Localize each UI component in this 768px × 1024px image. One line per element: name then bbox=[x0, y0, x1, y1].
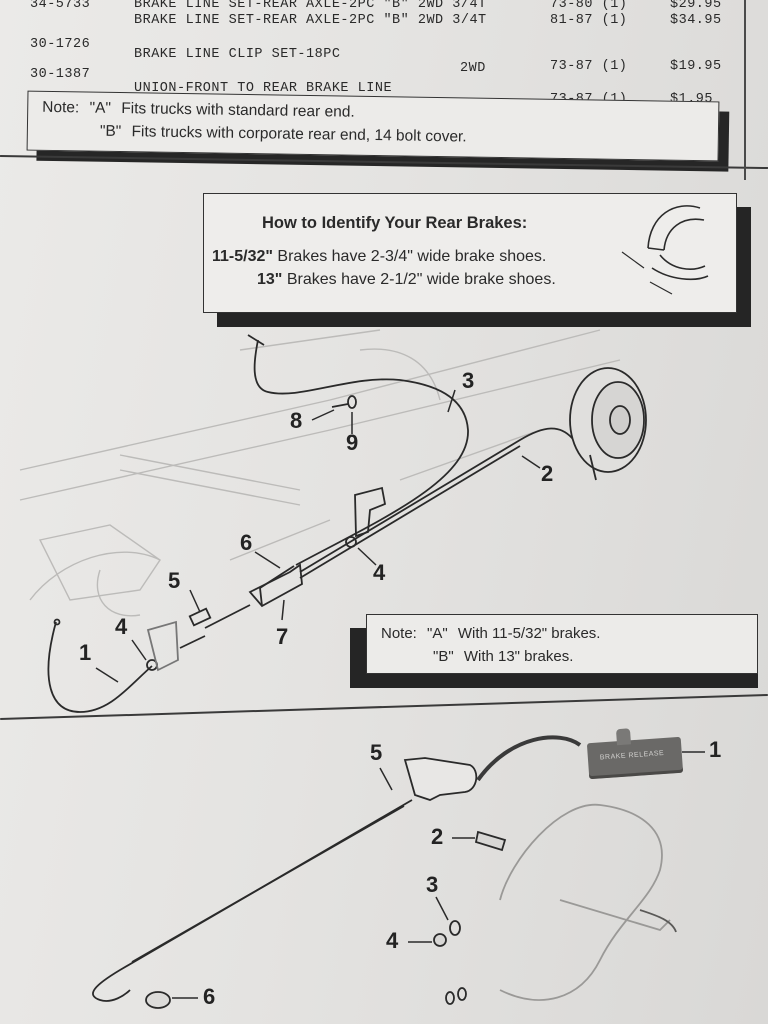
drive-type: 2WD bbox=[460, 61, 486, 76]
direction-arrow bbox=[476, 735, 582, 782]
rod-end-cap bbox=[145, 991, 171, 1009]
washer bbox=[449, 920, 461, 936]
callout-number: 3 bbox=[462, 368, 475, 393]
release-rod bbox=[92, 799, 413, 1002]
union-5 bbox=[188, 607, 212, 627]
year-range: 73-80 (1) bbox=[550, 0, 628, 12]
brake-line-2 bbox=[299, 427, 593, 573]
mount-bracket bbox=[354, 486, 387, 538]
brake-drum bbox=[569, 367, 647, 481]
bolt-8 bbox=[331, 403, 349, 408]
parking-brake-assembly bbox=[92, 735, 677, 1009]
part-description: UNION-FRONT TO REAR BRAKE LINE bbox=[134, 81, 393, 96]
part-description: BRAKE LINE SET-REAR AXLE-2PC "B" 2WD 3/4… bbox=[134, 0, 487, 12]
price: $34.95 bbox=[670, 13, 722, 28]
callout-number: 5 bbox=[370, 740, 383, 765]
identify-line-1: 11-5/32" Brakes have 2-3/4" wide brake s… bbox=[212, 248, 546, 266]
catalog-row: 30-1726 BRAKE LINE CLIP SET-18PC 2WD 73-… bbox=[0, 37, 768, 76]
part-number: 30-1726 bbox=[30, 37, 91, 52]
part-description: BRAKE LINE SET-REAR AXLE-2PC "B" 2WD 3/4… bbox=[134, 13, 487, 28]
brake-release-pad: BRAKE RELEASE bbox=[586, 728, 684, 780]
note-text-a: With 11-5/32" brakes. bbox=[457, 625, 601, 642]
callout-number: 1 bbox=[709, 737, 722, 762]
note-key-b: "B" bbox=[433, 648, 454, 665]
callout-number: 6 bbox=[240, 530, 253, 555]
pad-label: BRAKE RELEASE bbox=[599, 749, 665, 762]
brake-size: 11-5/32" bbox=[212, 248, 273, 265]
catalog-row: 34-5733 BRAKE LINE SET-REAR AXLE-2PC "B"… bbox=[0, 0, 768, 19]
callout-number: 4 bbox=[373, 560, 386, 585]
shoe-width-text: Brakes have 2-1/2" wide brake shoes. bbox=[282, 271, 556, 288]
identify-line-2: 13" Brakes have 2-1/2" wide brake shoes. bbox=[257, 271, 556, 289]
fitting-nut bbox=[345, 536, 357, 548]
frame-outline bbox=[19, 329, 621, 617]
release-handle bbox=[403, 757, 478, 801]
note-label: Note: bbox=[381, 625, 417, 642]
callout-number: 2 bbox=[431, 824, 444, 849]
brake-size-note: Note: "A" With 11-5/32" brakes. "B" With… bbox=[366, 614, 758, 674]
callout-number: 6 bbox=[203, 984, 216, 1009]
callout-leaders bbox=[172, 751, 705, 999]
callout-number: 2 bbox=[541, 461, 554, 486]
brake-line-1 bbox=[47, 621, 153, 713]
brake-line-3 bbox=[253, 339, 469, 566]
part-description: BRAKE LINE CLIP SET-18PC bbox=[134, 47, 341, 62]
identify-title: How to Identify Your Rear Brakes: bbox=[262, 214, 528, 232]
pad-tab bbox=[615, 728, 632, 746]
clip-9 bbox=[347, 395, 357, 409]
callout-number: 3 bbox=[426, 872, 439, 897]
catalog-row: BRAKE LINE SET-REAR AXLE-2PC "B" 2WD 3/4… bbox=[0, 13, 768, 35]
callout-number: 7 bbox=[276, 624, 289, 649]
part-number: 30-1387 bbox=[30, 67, 91, 82]
page-edge bbox=[744, 0, 746, 180]
price: $19.95 bbox=[670, 59, 722, 74]
callout-number: 1 bbox=[79, 640, 92, 665]
note-key-a: "A" bbox=[427, 625, 448, 642]
nut bbox=[433, 933, 447, 947]
junction-block bbox=[248, 563, 303, 608]
callout-number: 4 bbox=[386, 928, 399, 953]
shoe-width-text: Brakes have 2-3/4" wide brake shoes. bbox=[272, 248, 547, 265]
identify-rear-brakes-box: How to Identify Your Rear Brakes: 11-5/3… bbox=[203, 193, 737, 313]
brake-shoe-icon bbox=[621, 205, 709, 295]
year-range: 73-87 (1) bbox=[550, 59, 628, 74]
callout-leaders bbox=[95, 389, 541, 683]
callout-number: 9 bbox=[346, 430, 359, 455]
callout-number: 5 bbox=[168, 568, 181, 593]
brake-size: 13" bbox=[257, 271, 283, 288]
note-text-b: With 13" brakes. bbox=[463, 648, 574, 665]
callout-number: 4 bbox=[115, 614, 128, 639]
part-number: 34-5733 bbox=[30, 0, 91, 12]
price: $29.95 bbox=[670, 0, 722, 12]
callout-number: 8 bbox=[290, 408, 303, 433]
bolt bbox=[474, 830, 507, 852]
year-range: 81-87 (1) bbox=[550, 13, 628, 28]
